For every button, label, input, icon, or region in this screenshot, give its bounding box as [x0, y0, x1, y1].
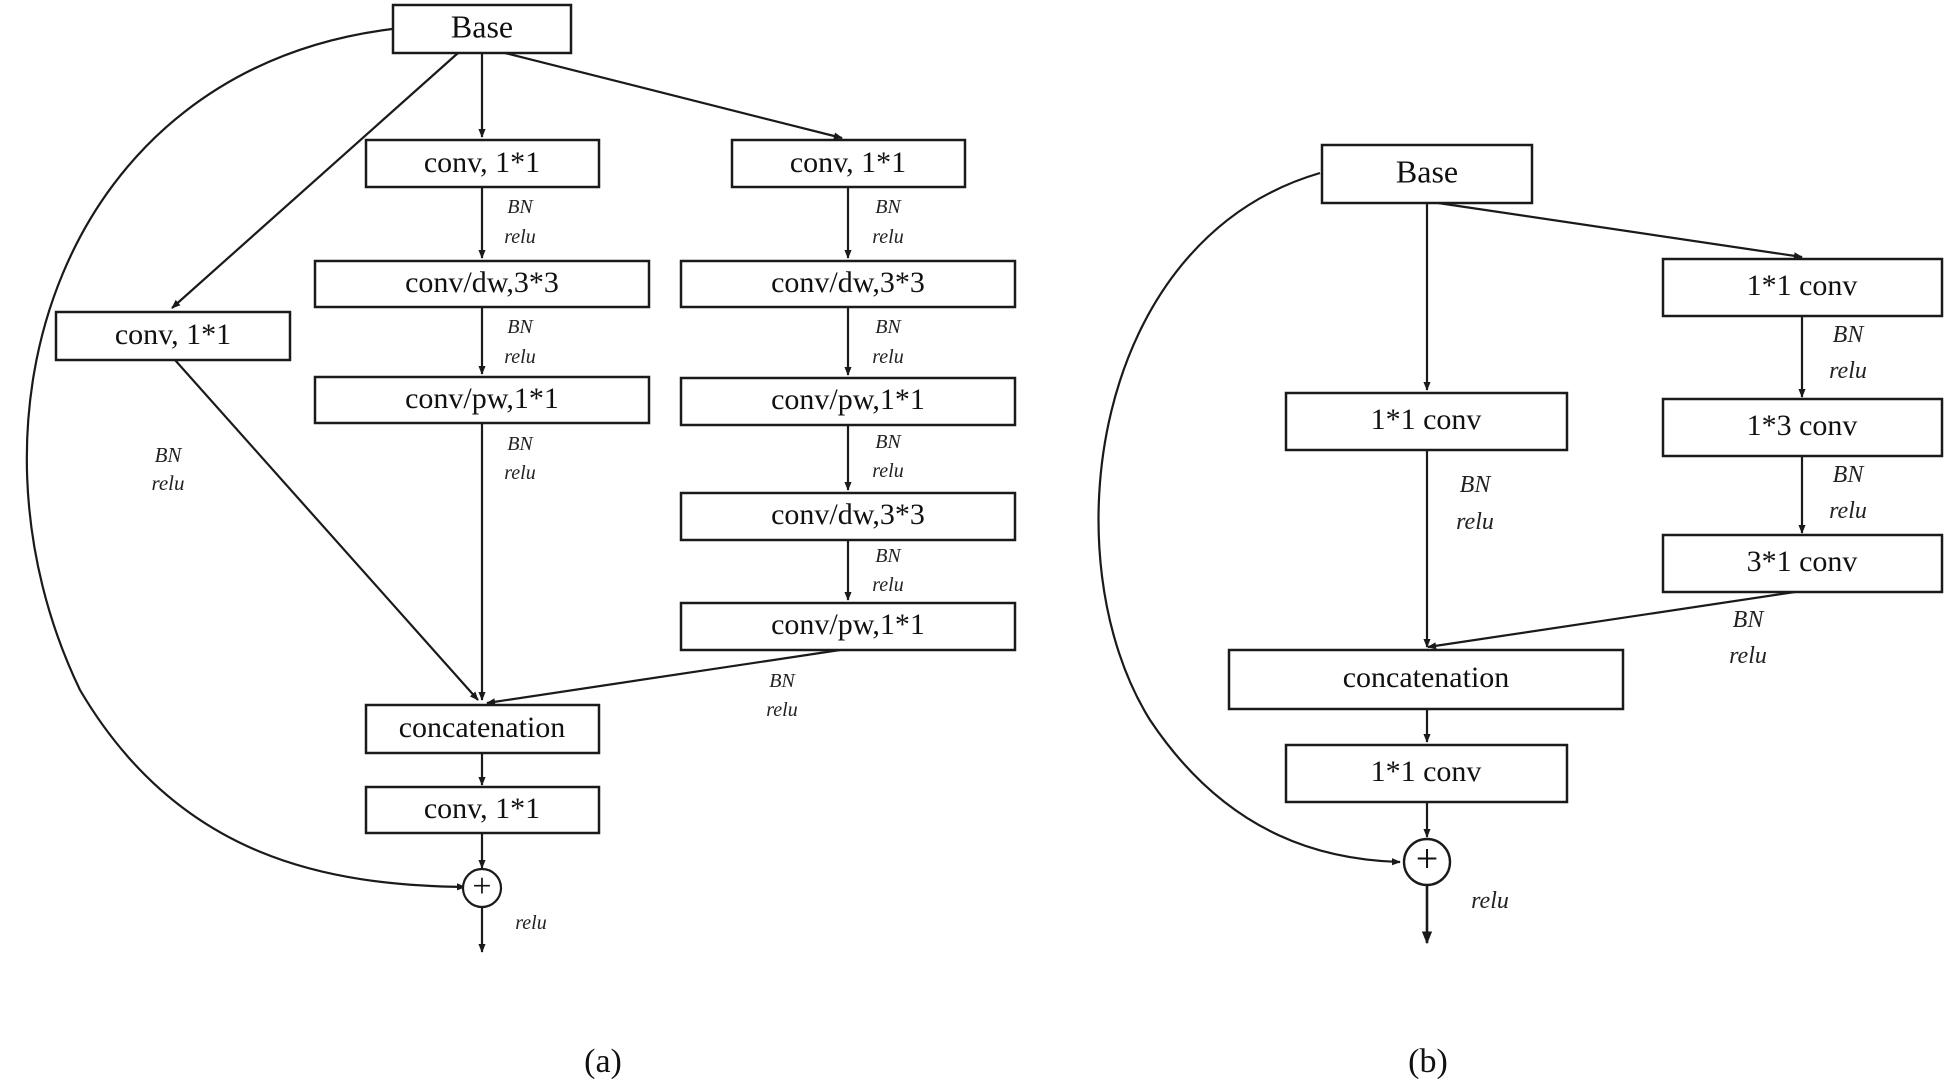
a-right-label-4: conv/dw,3*3	[771, 498, 925, 531]
b-right-label-3: 3*1 conv	[1747, 545, 1858, 578]
a-right-node-1: conv, 1*1	[730, 138, 967, 189]
a-left-conv-label: conv, 1*1	[115, 318, 231, 351]
a-base-node: Base	[391, 3, 573, 55]
b-right-node-3: 3*1 conv	[1661, 533, 1944, 594]
b-right-node-2: 1*3 conv	[1661, 397, 1944, 458]
a-left-conv-node: conv, 1*1	[54, 310, 292, 362]
b-left-conv-node: 1*1 conv	[1284, 391, 1569, 452]
a-mid-label-1: conv, 1*1	[424, 146, 540, 179]
a-mid-label-2: conv/dw,3*3	[405, 266, 559, 299]
diagram-a: Base conv, 1*1 BN relu conv, 1*1 conv/dw…	[25, 3, 1017, 1079]
a-caption: (a)	[584, 1043, 622, 1079]
edge-skip-curve	[25, 27, 466, 891]
a-mid-node-3: conv/pw,1*1	[313, 375, 651, 425]
b-plus-symbol: +	[1416, 836, 1439, 881]
edge-b-base-to-right	[1437, 201, 1803, 260]
a-mid-node-2: conv/dw,3*3	[313, 259, 651, 309]
b-add-node: +	[1402, 836, 1452, 887]
diagram-b-edges	[1097, 171, 1806, 945]
b-base-label: Base	[1396, 153, 1458, 189]
a-left-note-relu: relu	[151, 471, 184, 495]
a-right-node-2: conv/dw,3*3	[679, 259, 1017, 309]
a-right-label-2: conv/dw,3*3	[771, 266, 925, 299]
b-right-note-2-bn: BN	[1833, 462, 1866, 488]
a-mid-node-1: conv, 1*1	[364, 138, 601, 189]
a-post-conv-label: conv, 1*1	[424, 792, 540, 825]
edge-b-skip-curve	[1097, 171, 1401, 866]
b-post-conv-node: 1*1 conv	[1284, 743, 1569, 804]
a-plus-symbol: +	[472, 868, 491, 905]
a-right-note-2-relu: relu	[872, 346, 903, 368]
b-concat-label: concatenation	[1343, 661, 1510, 694]
diagram-a-edges	[25, 27, 852, 953]
b-right-node-1: 1*1 conv	[1661, 257, 1944, 318]
edge-right-5-concat	[486, 648, 841, 706]
b-left-note-relu: relu	[1456, 509, 1494, 535]
diagram-b: Base 1*1 conv BN relu 1*1 conv 1*3 conv …	[1097, 143, 1944, 1079]
b-right-note-3-bn: BN	[1733, 607, 1766, 633]
b-concat-node: concatenation	[1227, 648, 1625, 711]
a-add-node: +	[461, 868, 503, 909]
a-right-note-3-bn: BN	[875, 431, 902, 453]
a-right-node-5: conv/pw,1*1	[679, 601, 1017, 652]
b-right-note-2-relu: relu	[1829, 498, 1867, 524]
edge-base-to-left	[171, 52, 459, 309]
a-concat-label: concatenation	[399, 711, 566, 744]
b-right-note-1-relu: relu	[1829, 358, 1867, 384]
b-right-label-1: 1*1 conv	[1747, 269, 1858, 302]
a-mid-note-2-relu: relu	[504, 346, 535, 368]
b-caption: (b)	[1408, 1043, 1448, 1079]
a-post-conv-node: conv, 1*1	[364, 785, 601, 835]
b-left-conv-label: 1*1 conv	[1371, 403, 1482, 436]
a-left-note-bn: BN	[155, 443, 183, 467]
b-left-note-bn: BN	[1460, 472, 1493, 498]
a-mid-note-1-bn: BN	[507, 196, 534, 218]
a-right-label-3: conv/pw,1*1	[771, 383, 925, 416]
b-base-node: Base	[1320, 143, 1534, 205]
b-right-label-2: 1*3 conv	[1747, 409, 1858, 442]
edge-b-right-3-concat	[1427, 590, 1796, 650]
a-right-label-5: conv/pw,1*1	[771, 608, 925, 641]
a-right-note-3-relu: relu	[872, 460, 903, 482]
edge-left-to-concat	[174, 359, 479, 701]
a-mid-note-3-bn: BN	[507, 433, 534, 455]
a-right-note-1-bn: BN	[875, 196, 902, 218]
b-right-note-3-relu: relu	[1729, 643, 1767, 669]
a-out-note: relu	[515, 912, 546, 934]
b-post-conv-label: 1*1 conv	[1371, 755, 1482, 788]
a-right-note-5-relu: relu	[766, 699, 797, 721]
a-mid-note-1-relu: relu	[504, 226, 535, 248]
a-mid-note-3-relu: relu	[504, 462, 535, 484]
b-right-note-1-bn: BN	[1833, 322, 1866, 348]
a-right-note-4-bn: BN	[875, 545, 902, 567]
a-right-label-1: conv, 1*1	[790, 146, 906, 179]
a-base-label: Base	[451, 8, 513, 44]
a-right-node-4: conv/dw,3*3	[679, 491, 1017, 542]
edge-base-to-right	[504, 51, 843, 140]
a-right-note-4-relu: relu	[872, 574, 903, 596]
a-right-note-1-relu: relu	[872, 226, 903, 248]
a-mid-label-3: conv/pw,1*1	[405, 382, 559, 415]
b-out-note: relu	[1471, 888, 1509, 914]
a-concat-node: concatenation	[364, 703, 601, 755]
a-right-note-5-bn: BN	[769, 670, 796, 692]
a-right-node-3: conv/pw,1*1	[679, 376, 1017, 427]
a-right-note-2-bn: BN	[875, 316, 902, 338]
a-mid-note-2-bn: BN	[507, 316, 534, 338]
